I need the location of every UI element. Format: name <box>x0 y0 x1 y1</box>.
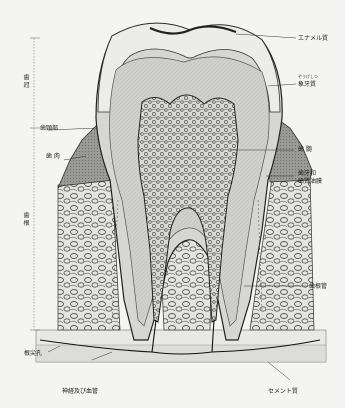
label-root: 歯 根 <box>22 212 29 226</box>
label-periodontal-membrane: 歯質油膜 <box>298 178 322 185</box>
label-crown: 歯 冠 <box>22 74 29 88</box>
label-cementum: セメント質 <box>268 388 298 395</box>
label-gingiva: 歯 肉 <box>46 153 60 160</box>
label-periodontal: 歯牙和 <box>298 170 316 177</box>
label-root-canal: 歯根管 <box>309 283 327 290</box>
label-enamel: エナメル質 <box>298 35 328 42</box>
label-dentin: 象牙質 <box>298 81 316 88</box>
label-neck: 歯頸部 <box>40 125 58 132</box>
label-pulp: 歯 髄 <box>298 146 312 153</box>
alveolar-bone-left <box>58 178 120 330</box>
label-nerve-vessel: 神経及び血管 <box>62 388 98 395</box>
label-apex: 根尖孔 <box>24 350 42 357</box>
ruby-dentin: ぞうげしつ <box>298 75 318 79</box>
